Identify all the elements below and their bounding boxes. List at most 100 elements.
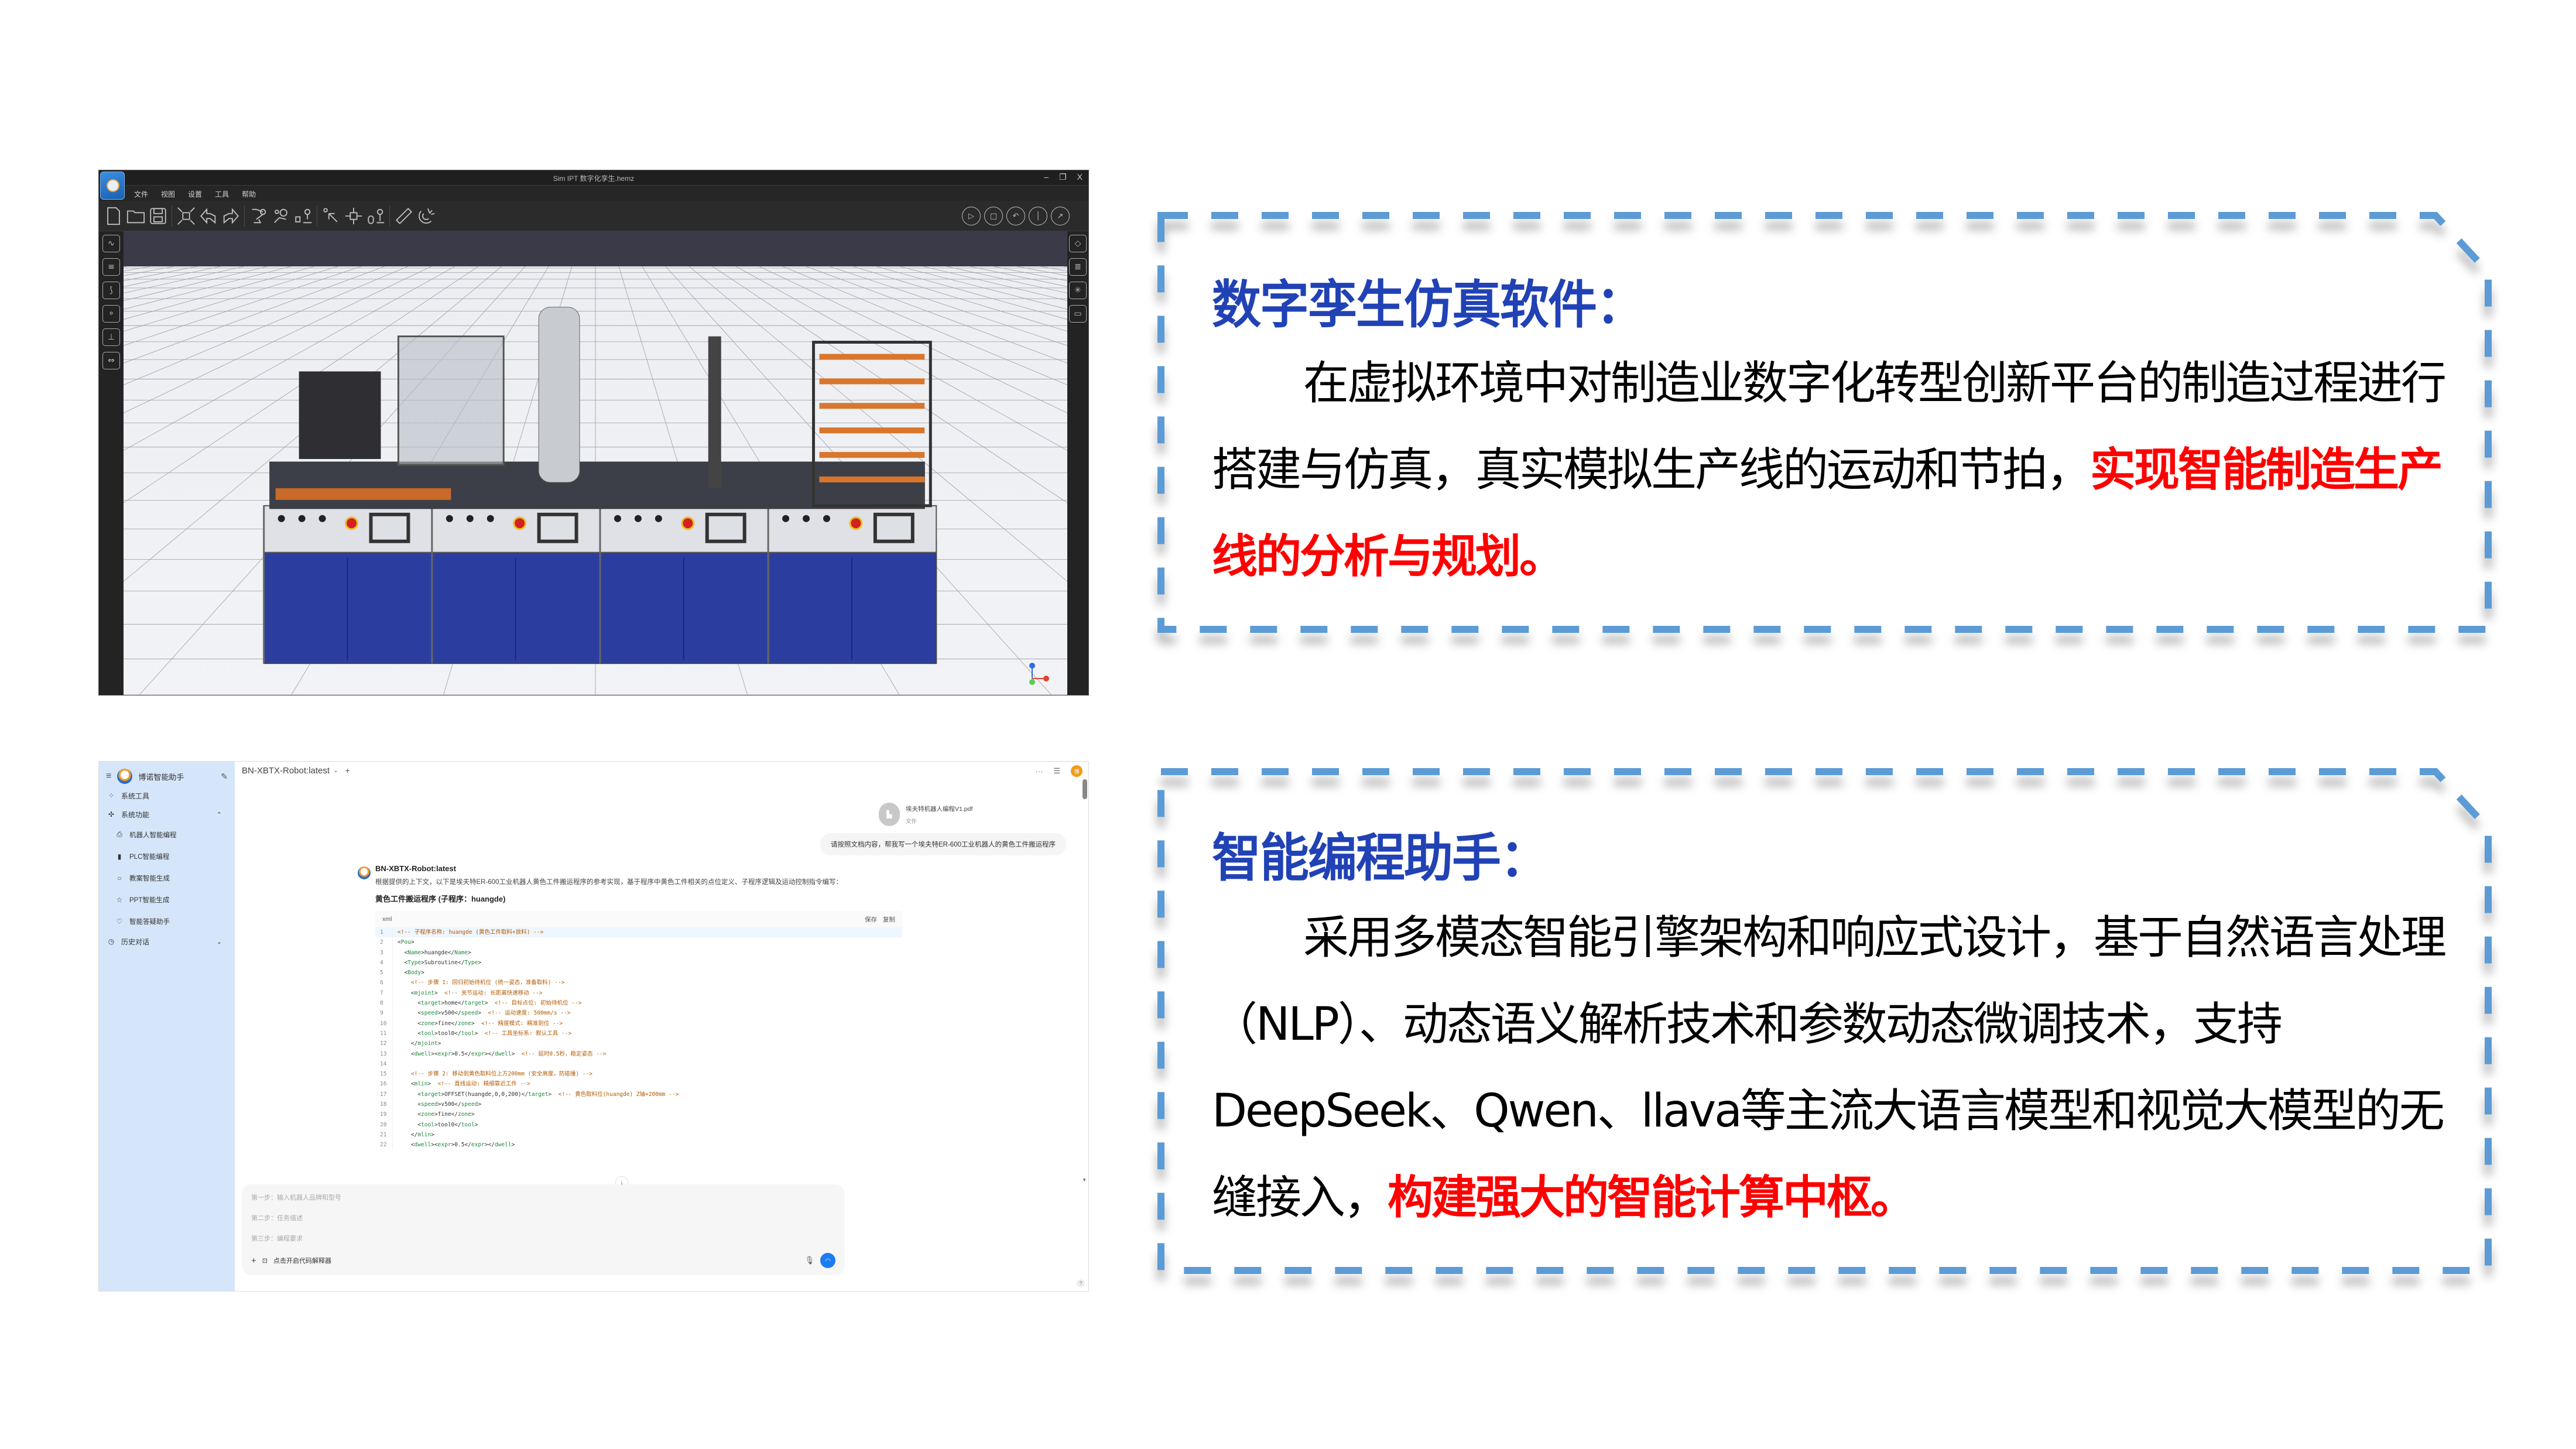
line-text: <mlin> <!-- 直线运动: 精细靠近工件 --> — [398, 1081, 530, 1088]
menu-file[interactable]: 文件 — [134, 190, 149, 198]
redo-icon[interactable] — [221, 205, 241, 227]
attachment-card[interactable]: ▙ 埃夫特机器人编程V1.pdf 文件 — [879, 803, 972, 826]
close-button[interactable]: X — [1077, 172, 1083, 181]
reset-speed-icon[interactable]: ↶ — [1006, 207, 1025, 225]
3d-viewport[interactable] — [124, 231, 1067, 695]
right-tool-panel: ◇ ≣ ✳ ▭ — [1067, 231, 1088, 695]
settings-sliders-icon[interactable]: ☰ — [1053, 766, 1060, 775]
app-logo[interactable] — [100, 172, 125, 200]
chevron-up-icon[interactable]: ⌃ — [216, 811, 222, 818]
microphone-icon[interactable]: 🎙 — [804, 1256, 814, 1265]
stop-icon[interactable]: □ — [984, 207, 1003, 225]
new-chat-edit-icon[interactable]: ✎ — [221, 771, 228, 781]
robot-arm-icon[interactable]: ⟆ — [102, 282, 120, 299]
new-file-icon[interactable] — [104, 205, 124, 227]
program-list-icon[interactable]: ≡ — [102, 258, 120, 276]
gauge-icon[interactable]: │ — [1029, 207, 1047, 225]
more-icon[interactable]: ··· — [1035, 766, 1043, 776]
scroll-down-arrow[interactable]: ▼ — [1082, 1177, 1087, 1183]
model-selector[interactable]: BN-XBTX-Robot:latest — [242, 765, 330, 776]
attachment-type: 文件 — [906, 818, 917, 825]
view-cube-icon[interactable]: ◇ — [1069, 235, 1087, 252]
minimize-button[interactable]: – — [1044, 172, 1049, 181]
message-composer[interactable]: 第一步：输入机器人品牌和型号 第二步：任务描述 第三步：编程要求 + ⊡ 点击开… — [242, 1184, 845, 1275]
line-text: <mjoint> <!-- 关节运动: 长距离快速移动 --> — [398, 989, 543, 996]
attach-button[interactable]: + — [251, 1255, 256, 1266]
prompt-step-1[interactable]: 第一步：输入机器人品牌和型号 — [251, 1194, 341, 1201]
file-icon: ▙ — [879, 803, 900, 826]
line-text: <zone>fine</zone> — [398, 1111, 475, 1118]
robot-mouse-icon[interactable] — [366, 205, 386, 227]
chevron-down-icon[interactable]: ⌄ — [216, 938, 222, 946]
sidebar-item-ppt-generation[interactable]: ☆ PPT智能生成 — [99, 889, 235, 910]
monitor-exchange-icon[interactable]: ⇔ — [102, 352, 120, 369]
menu-view[interactable]: 视图 — [161, 190, 176, 198]
code-line: 3 <Name>huangde</Name> — [375, 947, 902, 958]
left-tool-panel: ∿ ≡ ⟆ ⚬ ⊥ ⇔ — [99, 231, 124, 695]
network-icon[interactable]: ✳ — [1069, 282, 1087, 299]
magnet-icon[interactable] — [416, 205, 436, 227]
chevron-down-icon[interactable]: ⌄ — [333, 767, 338, 774]
robot-teach-icon[interactable] — [249, 205, 269, 227]
code-interpreter-toggle[interactable]: 点击开启代码解释器 — [273, 1258, 331, 1265]
add-model-button[interactable]: + — [345, 766, 350, 775]
menu-tools[interactable]: 工具 — [215, 190, 229, 198]
line-number: 19 — [375, 1109, 393, 1120]
line-text: </mlin> — [398, 1131, 434, 1138]
line-number: 9 — [375, 1008, 393, 1019]
code-line: 9 <speed>v500</speed> <!-- 运动速度: 500mm/s… — [375, 1008, 902, 1019]
code-content: 1<!-- 子程序名称: huangde (黄色工件取料+放料) -->2<Po… — [375, 927, 902, 1150]
sidebar-item-system-tools[interactable]: ⁘ 系统工具 — [99, 786, 235, 805]
scrollbar-thumb[interactable] — [1083, 779, 1087, 799]
sidebar-item-lesson-plan[interactable]: ○ 教案智能生成 — [99, 867, 235, 889]
bot-avatar — [358, 866, 371, 879]
card1-paragraph: 在虚拟环境中对制造业数字化转型创新平台的制造过程进行搭建与仿真，真实模拟生产线的… — [1212, 340, 2450, 600]
sidebar-item-qa-assistant[interactable]: ♡ 智能答疑助手 — [99, 910, 235, 932]
copy-code-button[interactable]: 复制 — [883, 916, 895, 923]
ai-assistant-window: ≡ 博诺智能助手 ✎ ⁘ 系统工具 ✣ 系统功能 ⌃ ⎙ 机器人智能编程 ▮ P… — [98, 761, 1089, 1292]
voice-mode-button[interactable]: ◠ — [820, 1253, 835, 1268]
signal-icon[interactable]: ⊥ — [102, 328, 120, 346]
prompt-step-2[interactable]: 第二步：任务描述 — [251, 1215, 303, 1222]
sidebar: ≡ 博诺智能助手 ✎ ⁘ 系统工具 ✣ 系统功能 ⌃ ⎙ 机器人智能编程 ▮ P… — [99, 762, 235, 1291]
sidebar-item-history[interactable]: ◷ 历史对话 ⌄ — [99, 932, 235, 951]
open-folder-icon[interactable] — [126, 205, 146, 227]
speed-max-icon[interactable]: ↗ — [1051, 207, 1070, 225]
save-code-button[interactable]: 保存 — [865, 916, 877, 923]
menu-toggle-icon[interactable]: ≡ — [106, 771, 112, 781]
user-avatar[interactable]: 博 — [1071, 765, 1083, 777]
sidebar-item-plc-programming[interactable]: ▮ PLC智能编程 — [99, 845, 235, 867]
heart-icon: ♡ — [116, 917, 123, 926]
code-line: 5 <Body> — [375, 968, 902, 978]
device-icon[interactable]: ▭ — [1069, 305, 1087, 323]
code-line: 21 </mlin> — [375, 1129, 902, 1140]
help-button[interactable]: ? — [1077, 1279, 1085, 1287]
robot-lock-icon[interactable] — [293, 205, 313, 227]
line-text: <speed>v500</speed> <!-- 运动速度: 500mm/s -… — [398, 1010, 571, 1017]
sidebar-item-system-functions[interactable]: ✣ 系统功能 ⌃ — [99, 805, 235, 824]
prompt-step-3[interactable]: 第三步：编程要求 — [251, 1235, 303, 1242]
restore-button[interactable]: ❐ — [1059, 172, 1067, 181]
line-number: 3 — [375, 947, 393, 958]
move-transform-icon[interactable] — [344, 205, 364, 227]
app-name: 博诺智能助手 — [138, 772, 184, 782]
play-icon[interactable]: ▷ — [962, 207, 981, 225]
menu-help[interactable]: 帮助 — [242, 190, 256, 198]
ruler-icon[interactable] — [394, 205, 414, 227]
path-icon[interactable]: ∿ — [102, 235, 120, 252]
sidebar-item-robot-programming[interactable]: ⎙ 机器人智能编程 — [99, 824, 235, 845]
select-pointer-icon[interactable] — [321, 205, 341, 227]
code-line: 8 <target>home</target> <!-- 目标点位: 初始待机位… — [375, 998, 902, 1009]
connect-icon[interactable]: ⚬ — [102, 305, 120, 323]
document-icon[interactable]: ≣ — [1069, 258, 1087, 276]
window-title: Sim IPT 数字化孪生.hemz — [553, 174, 635, 183]
undo-icon[interactable] — [198, 205, 218, 227]
save-icon[interactable] — [148, 205, 168, 227]
line-text: <Type>Subroutine</Type> — [398, 959, 482, 966]
axis-gizmo — [1029, 663, 1049, 685]
code-line: 6 <!-- 步骤 1: 回归初始待机位 (统一姿态，准备取料) --> — [375, 978, 902, 988]
toolbar: ▷ □ ↶ │ ↗ — [99, 201, 1088, 231]
fit-view-icon[interactable] — [176, 205, 196, 227]
menu-settings[interactable]: 设置 — [188, 190, 203, 198]
robot-config-icon[interactable] — [271, 205, 291, 227]
